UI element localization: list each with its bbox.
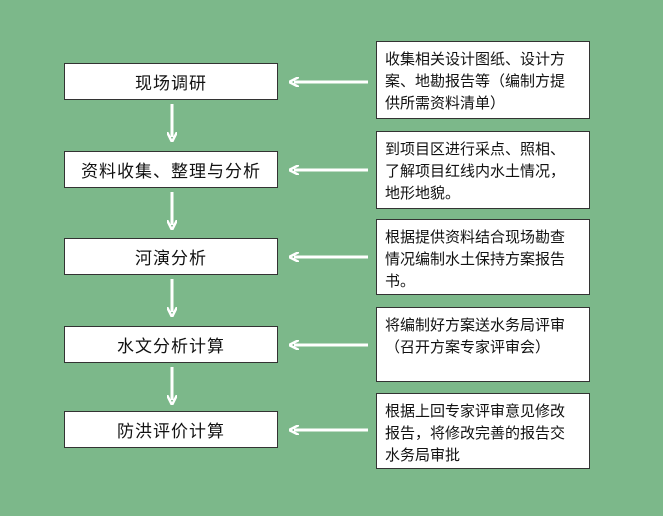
step-river-analysis: 河演分析 (64, 238, 278, 275)
step-label: 河演分析 (135, 249, 207, 269)
note-flood-evaluation: 根据上回专家评审意见修改 报告，将修改完善的报告交 水务局审批 (376, 393, 590, 469)
note-field-survey: 收集相关设计图纸、设计方 案、地勘报告等（编制方提 供所需资料清单） (376, 41, 590, 119)
step-label: 现场调研 (135, 74, 207, 94)
step-flood-evaluation: 防洪评价计算 (64, 411, 278, 448)
step-label: 资料收集、整理与分析 (81, 162, 261, 182)
step-data-collection: 资料收集、整理与分析 (64, 151, 278, 188)
note-data-collection: 到项目区进行采点、照相、 了解项目红线内水土情况， 地形地貌。 (376, 131, 590, 209)
note-hydrology-calc: 将编制好方案送水务局评审 （召开方案专家评审会） (376, 307, 590, 382)
step-label: 防洪评价计算 (117, 422, 225, 442)
note-river-analysis: 根据提供资料结合现场勘查 情况编制水土保持方案报告 书。 (376, 219, 590, 295)
step-field-survey: 现场调研 (64, 63, 278, 100)
step-hydrology-calc: 水文分析计算 (64, 326, 278, 363)
step-label: 水文分析计算 (117, 337, 225, 357)
